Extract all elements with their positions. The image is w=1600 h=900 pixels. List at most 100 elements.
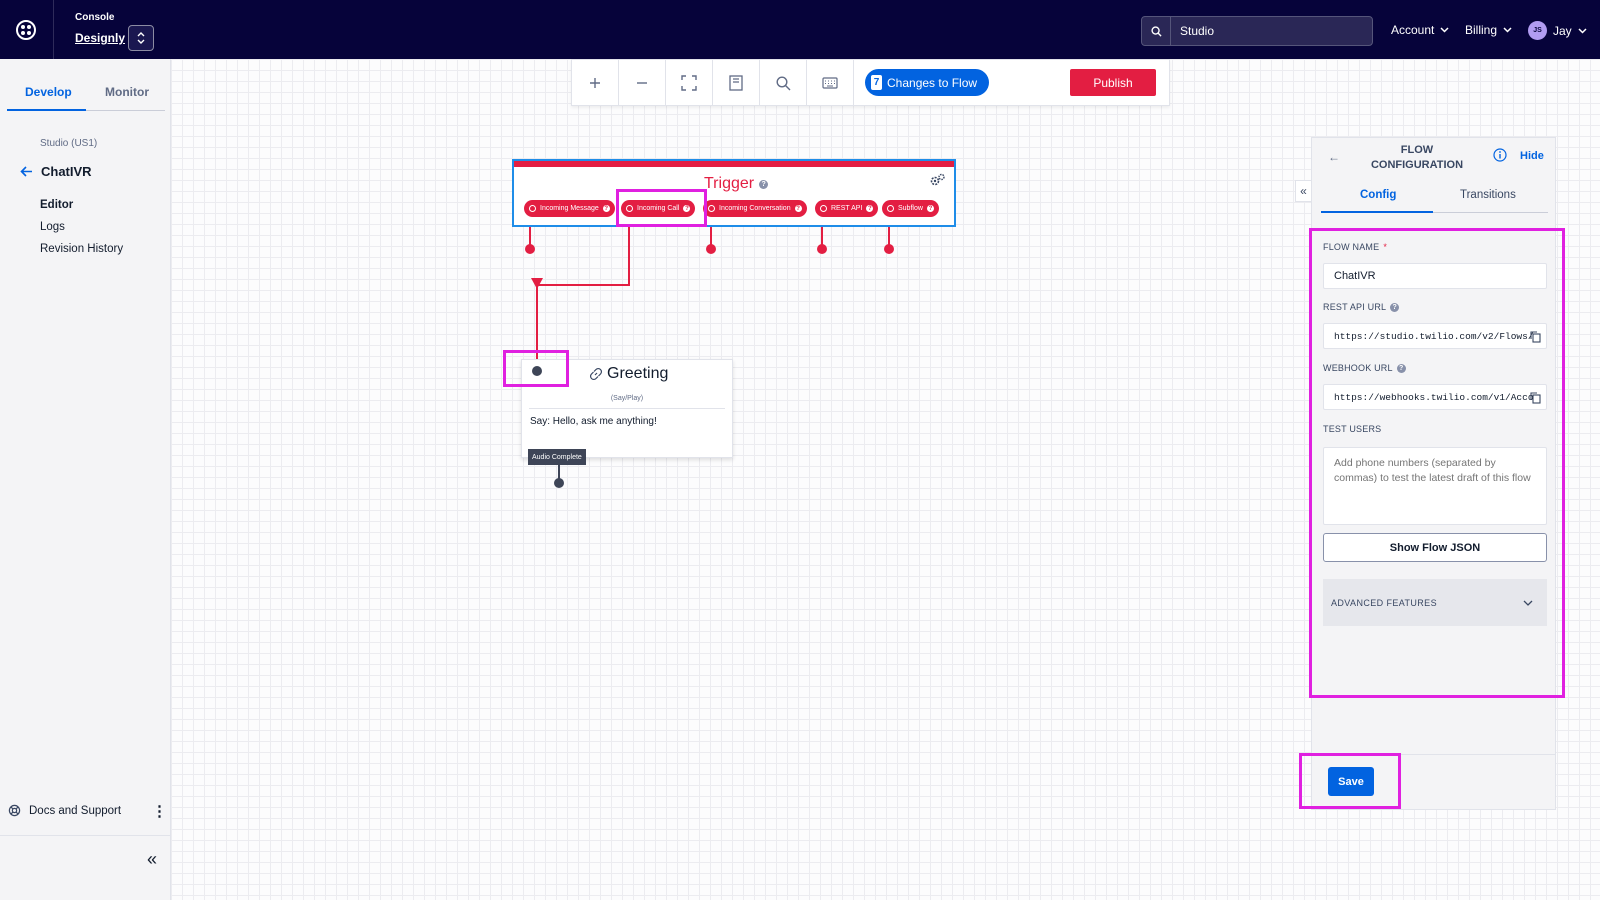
divider [529, 408, 725, 409]
chevron-down-icon [1523, 600, 1533, 606]
trigger-pill-rest-api[interactable]: REST API ? [815, 200, 879, 217]
collapse-sidebar-icon[interactable]: « [147, 849, 158, 869]
user-menu[interactable]: JS Jay [1528, 21, 1587, 40]
greeting-widget[interactable]: Greeting (Say/Play) Say: Hello, ask me a… [521, 359, 733, 458]
canvas-toolbar: 7 Changes to Flow Publish [571, 59, 1170, 106]
docs-and-support-link[interactable]: Docs and Support [8, 804, 121, 817]
search-input[interactable] [1171, 24, 1361, 38]
more-options-icon[interactable]: ⋮ [152, 803, 167, 820]
required-marker: * [1383, 242, 1388, 252]
help-icon[interactable]: ? [1396, 363, 1406, 373]
copy-icon[interactable] [1530, 331, 1541, 343]
widget-library-icon[interactable] [713, 60, 760, 106]
docs-label: Docs and Support [29, 804, 122, 817]
divider [1312, 754, 1555, 755]
tab-config[interactable]: Config [1360, 189, 1397, 201]
rest-api-url-label-text: REST API URL [1323, 302, 1387, 312]
trigger-header-bar [514, 161, 954, 167]
gear-icon[interactable] [929, 173, 946, 193]
link-icon [589, 367, 603, 381]
help-icon[interactable]: ? [1390, 302, 1400, 312]
zoom-in-icon[interactable] [572, 60, 619, 106]
highlight-config-fields [1309, 228, 1565, 698]
advanced-features-accordion[interactable]: ADVANCED FEATURES [1323, 579, 1547, 626]
trigger-pill-incoming-conversation[interactable]: Incoming Conversation ? [703, 200, 807, 217]
help-icon: ? [602, 205, 610, 212]
advanced-features-label: ADVANCED FEATURES [1331, 597, 1437, 608]
pill-label: REST API [831, 205, 863, 212]
widget-summary: Say: Hello, ask me anything! [530, 416, 657, 427]
trigger-widget[interactable]: Trigger ? Incoming Message ? Incoming Ca… [512, 159, 956, 227]
test-users-input[interactable] [1323, 447, 1547, 525]
tab-transitions[interactable]: Transitions [1460, 189, 1516, 201]
region-label: Studio (US1) [40, 138, 98, 149]
fit-to-screen-icon[interactable] [666, 60, 713, 106]
help-icon[interactable]: ? [759, 179, 769, 189]
pill-label: Incoming Conversation [719, 205, 791, 212]
connector-ring-icon [708, 205, 715, 212]
panel-title-line1: FLOW [1400, 144, 1434, 156]
panel-title: FLOW CONFIGURATION [1352, 143, 1482, 173]
test-users-label: TEST USERS [1323, 424, 1382, 434]
highlight-save-button [1299, 753, 1401, 809]
hide-panel-link[interactable]: Hide [1520, 150, 1544, 162]
tab-monitor[interactable]: Monitor [105, 85, 149, 99]
active-tab-indicator [1321, 211, 1433, 213]
copy-icon[interactable] [1530, 392, 1541, 404]
back-to-flows-link[interactable]: ChatIVR [20, 164, 92, 179]
account-menu[interactable]: Account [1391, 23, 1449, 37]
active-tab-indicator [7, 109, 86, 111]
keyboard-shortcuts-icon[interactable] [807, 60, 854, 106]
tab-develop[interactable]: Develop [25, 85, 72, 99]
changes-label: Changes to Flow [887, 75, 978, 90]
tab-divider [7, 110, 165, 111]
save-button[interactable]: Save [1328, 767, 1374, 796]
billing-menu[interactable]: Billing [1465, 23, 1512, 37]
input-connector-dot[interactable] [531, 365, 543, 377]
console-label: Console [75, 12, 115, 23]
account-switcher-button[interactable] [128, 25, 154, 51]
webhook-url-value: https://webhooks.twilio.com/v1/Acco [1334, 391, 1534, 403]
changes-to-flow-button[interactable]: 7 Changes to Flow [865, 69, 990, 96]
user-name: Jay [1553, 23, 1572, 38]
trigger-title: Trigger ? [704, 175, 769, 193]
trigger-title-text: Trigger [704, 175, 755, 192]
trigger-pill-subflow[interactable]: Subflow ? [882, 200, 939, 217]
help-icon: ? [794, 205, 802, 212]
trigger-pill-incoming-message[interactable]: Incoming Message ? [524, 200, 615, 217]
arrow-left-icon[interactable]: ← [1328, 150, 1340, 164]
greeting-title: Greeting [589, 365, 668, 383]
collapse-panel-icon[interactable]: « [1295, 180, 1312, 202]
search-icon[interactable] [1142, 17, 1171, 45]
panel-title-line2: CONFIGURATION [1370, 159, 1464, 171]
pill-label: Incoming Message [540, 205, 599, 212]
pill-label: Subflow [898, 205, 923, 212]
publish-button[interactable]: Publish [1070, 69, 1156, 96]
tab-divider [1321, 212, 1548, 213]
webhook-url-field[interactable]: https://webhooks.twilio.com/v1/Acco [1323, 384, 1547, 410]
show-flow-json-button[interactable]: Show Flow JSON [1323, 533, 1547, 562]
sidebar-item-revision-history[interactable]: Revision History [40, 243, 124, 255]
divider [0, 835, 170, 836]
widget-type: (Say/Play) [610, 395, 644, 402]
info-icon[interactable] [1493, 148, 1507, 167]
zoom-out-icon[interactable] [619, 60, 666, 106]
trigger-pill-incoming-call[interactable]: Incoming Call ? [621, 200, 696, 217]
twilio-logo-icon[interactable] [14, 18, 38, 42]
account-name-link[interactable]: Designly [75, 31, 126, 45]
sidebar-item-editor[interactable]: Editor [40, 199, 74, 211]
avatar: JS [1528, 21, 1547, 40]
transition-audio-complete[interactable]: Audio Complete [528, 449, 586, 465]
rest-api-url-field[interactable]: https://studio.twilio.com/v2/Flows/ [1323, 323, 1547, 349]
webhook-url-label-text: WEBHOOK URL [1323, 363, 1393, 373]
connector-ring-icon [529, 205, 536, 212]
connector-ring-icon [820, 205, 827, 212]
search-box [1141, 16, 1373, 46]
flow-name-label-text: FLOW NAME [1323, 242, 1380, 252]
highlight-input-connector [503, 350, 569, 387]
billing-menu-label: Billing [1465, 23, 1498, 37]
chevron-down-icon [1578, 27, 1587, 34]
flow-name-input[interactable]: ChatIVR [1323, 263, 1547, 289]
search-widgets-icon[interactable] [760, 60, 807, 106]
sidebar-item-logs[interactable]: Logs [40, 221, 65, 233]
